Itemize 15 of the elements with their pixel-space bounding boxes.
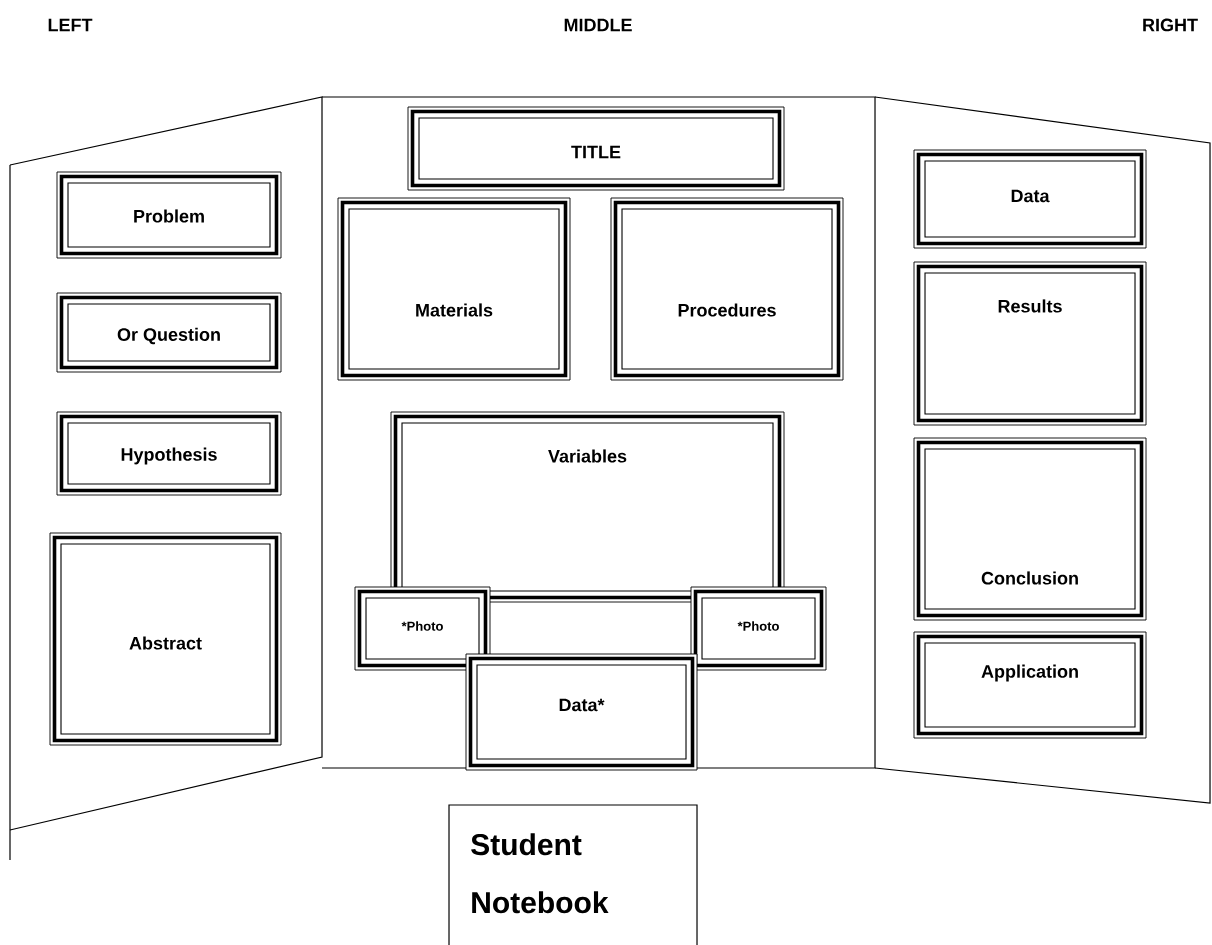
frame-box: TITLE [407, 106, 785, 191]
frame-box: Conclusion [913, 437, 1147, 621]
frame-box: Data* [465, 653, 698, 771]
frame-box: *Photo [354, 586, 491, 671]
frame-box: Materials [337, 197, 571, 381]
frame-box: *Photo [690, 586, 827, 671]
frame-box: Procedures [610, 197, 844, 381]
frame-box: Data [913, 149, 1147, 249]
frame-box: Hypothesis [56, 411, 282, 496]
frame-box: Or Question [56, 292, 282, 373]
frame-box: Problem [56, 171, 282, 259]
notebook-box: Student Notebook [448, 804, 698, 945]
frame-box: Application [913, 631, 1147, 739]
frame-box: Abstract [49, 532, 282, 746]
frame-box: Results [913, 261, 1147, 426]
